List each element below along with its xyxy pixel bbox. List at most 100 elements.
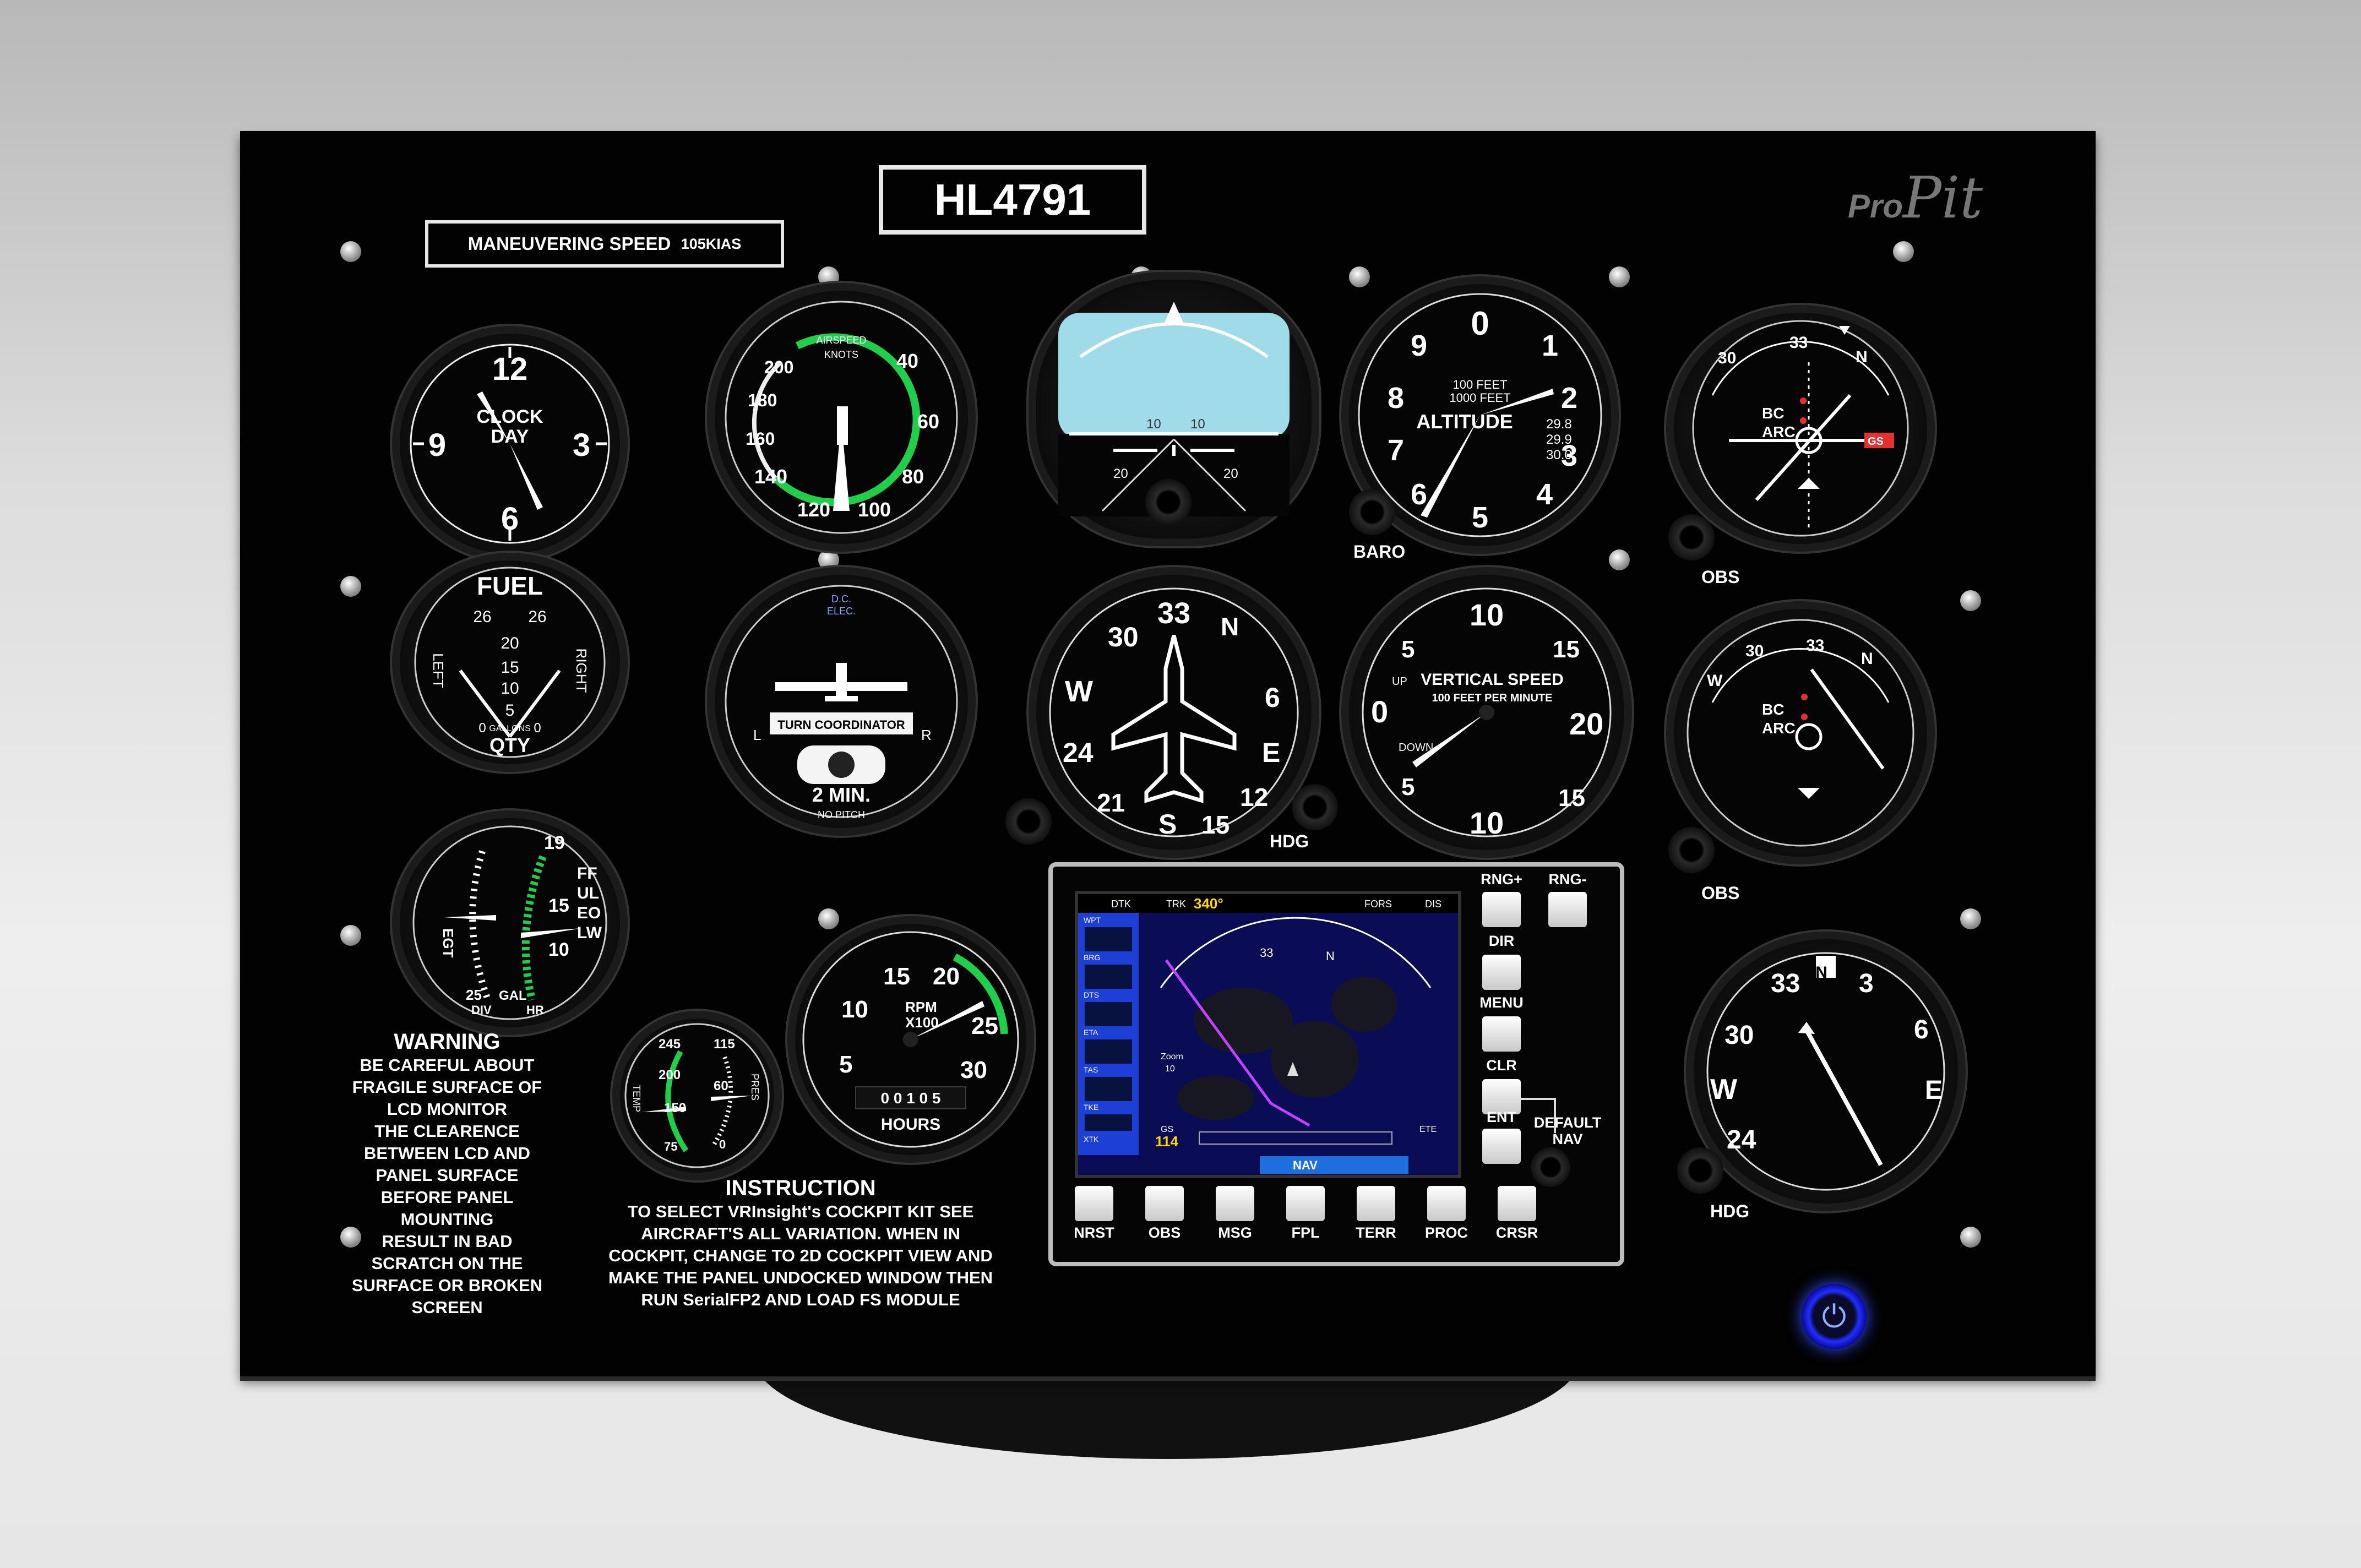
fuel-10: 10: [501, 679, 519, 698]
turn-l: L: [753, 727, 761, 743]
rng-plus-button[interactable]: [1482, 892, 1521, 927]
vsi-up: UP: [1392, 676, 1407, 688]
ent-button[interactable]: [1482, 1129, 1521, 1164]
vsi-5-down: 5: [1401, 774, 1415, 801]
rmi-e: E: [1925, 1076, 1943, 1105]
gps-side-field: TAS: [1084, 1065, 1098, 1074]
panel-screw: [340, 925, 361, 946]
egt-lw: LW: [577, 924, 602, 942]
alt-0: 0: [1471, 305, 1489, 342]
obs2-knob[interactable]: [1668, 827, 1715, 873]
default-label: DEFAULT: [1533, 1114, 1602, 1131]
attitude-10-left: 10: [1146, 417, 1161, 432]
nrst-button[interactable]: [1075, 1186, 1113, 1221]
fuel-gallons: GALLONS: [489, 724, 531, 733]
warning-title: WARNING: [394, 1030, 501, 1054]
menu-button[interactable]: [1482, 1016, 1521, 1052]
knots-label: KNOTS: [824, 349, 858, 360]
hdg-21: 21: [1097, 788, 1125, 817]
default-nav-connector: [1521, 1098, 1556, 1133]
maneuvering-value: 105KIAS: [681, 235, 742, 252]
gps-gs-label: GS: [1161, 1125, 1173, 1134]
baro-29-8: 29.8: [1546, 417, 1572, 432]
airspeed-40: 40: [896, 350, 918, 372]
maneuvering-label: MANEUVERING SPEED: [467, 233, 671, 254]
egt-ul: UL: [577, 884, 599, 902]
instruction-line: RUN SerialFP2 AND LOAD FS MODULE: [641, 1290, 960, 1309]
fuel-quantity-gauge: FUEL 26 26 20 15 10 5 0 0 GALLONS QTY LE…: [400, 560, 620, 764]
egt-15: 15: [548, 895, 569, 916]
airspeed-140: 140: [754, 465, 787, 488]
terr-button[interactable]: [1357, 1186, 1395, 1221]
power-button[interactable]: ⏻: [1802, 1284, 1867, 1349]
terr-label: TERR: [1356, 1224, 1396, 1241]
attitude-adjust-knob[interactable]: [1145, 479, 1192, 525]
fpl-button[interactable]: [1286, 1186, 1325, 1221]
proc-button[interactable]: [1427, 1186, 1466, 1221]
hdg-n: N: [1221, 612, 1239, 641]
baro-label: BARO: [1353, 542, 1406, 562]
panel-screw: [1609, 266, 1630, 287]
oil-75: 75: [664, 1140, 677, 1153]
turn-no-pitch: NO PITCH: [818, 809, 865, 820]
tach-5: 5: [839, 1051, 852, 1078]
panel-screw: [1960, 908, 1981, 929]
alt-6: 6: [1411, 478, 1427, 511]
gps-dtk: DTK: [1111, 899, 1131, 910]
baro-knob[interactable]: [1349, 489, 1395, 535]
obs-button[interactable]: [1145, 1186, 1184, 1221]
nav-label: NAV: [1552, 1131, 1583, 1147]
alt-8: 8: [1388, 382, 1404, 415]
proc-label: PROC: [1424, 1224, 1468, 1241]
obs1-knob[interactable]: [1668, 514, 1715, 560]
instruction-line: AIRCRAFT'S ALL VARIATION. WHEN IN: [641, 1224, 960, 1243]
msg-button[interactable]: [1216, 1186, 1254, 1221]
gps-trk: TRK: [1166, 899, 1186, 910]
heading-indicator: 33 30 W 24 21 S 15 12 E 6 N: [1036, 575, 1312, 850]
tach-15: 15: [883, 963, 910, 990]
egt-25: 25: [466, 987, 482, 1003]
obs2-label: OBS: [1701, 883, 1740, 903]
turn-elec: ELEC.: [827, 606, 856, 617]
rng-minus-button[interactable]: [1548, 892, 1587, 927]
clr-button[interactable]: [1482, 1079, 1521, 1114]
tach-20: 20: [933, 963, 960, 990]
instruction-line: COCKPIT, CHANGE TO 2D COCKPIT VIEW AND: [608, 1246, 993, 1265]
warning-line: FRAGILE SURFACE OF: [352, 1077, 542, 1097]
warning-line: BE CAREFUL ABOUT: [360, 1055, 535, 1075]
oil-pres-label: PRES: [749, 1074, 760, 1101]
crsr-button[interactable]: [1498, 1186, 1536, 1221]
hdg-15: 15: [1201, 810, 1230, 839]
gps-side-field: WPT: [1084, 916, 1101, 924]
model-badge: HL4791: [879, 165, 1146, 235]
warning-line: RESULT IN BAD: [382, 1232, 513, 1251]
airspeed-160: 160: [746, 429, 775, 449]
warning-line: BETWEEN LCD AND: [364, 1144, 530, 1163]
panel-screw: [340, 576, 361, 597]
hdg1-knob[interactable]: [1292, 784, 1338, 830]
dir-button[interactable]: [1482, 955, 1521, 990]
tachometer: 5 10 15 20 25 30 RPM X100 0 0 1 0 5 HOUR…: [795, 924, 1026, 1155]
nav1-30: 30: [1718, 349, 1736, 367]
rmi-6: 6: [1914, 1015, 1929, 1044]
alt-7: 7: [1388, 434, 1404, 467]
turn-adjust-knob[interactable]: [1005, 798, 1052, 845]
warning-line: MOUNTING: [400, 1210, 494, 1229]
gps-side-field: DTS: [1084, 990, 1099, 999]
dir-label: DIR: [1488, 933, 1515, 949]
oil-temp-label: TEMP: [631, 1085, 642, 1112]
baro-30-0: 30.0: [1546, 448, 1572, 462]
menu-label: MENU: [1479, 994, 1524, 1011]
airspeed-100: 100: [858, 498, 891, 521]
fpl-label: FPL: [1291, 1224, 1320, 1241]
crsr-label: CRSR: [1495, 1224, 1538, 1241]
clock-3: 3: [573, 427, 590, 463]
hdg2-knob[interactable]: [1677, 1147, 1723, 1194]
oil-60: 60: [714, 1079, 728, 1093]
gps-unit: DTK TRK 340° FORS DIS WPT BRG DTS ETA TA…: [1048, 862, 1624, 1266]
instruction-title: INSTRUCTION: [725, 1176, 876, 1200]
brand-pit: Pit: [1903, 164, 1983, 231]
gps-nav-knob[interactable]: [1531, 1147, 1570, 1187]
gps-compass-n: N: [1326, 949, 1335, 963]
alt-3: 3: [1561, 439, 1577, 472]
